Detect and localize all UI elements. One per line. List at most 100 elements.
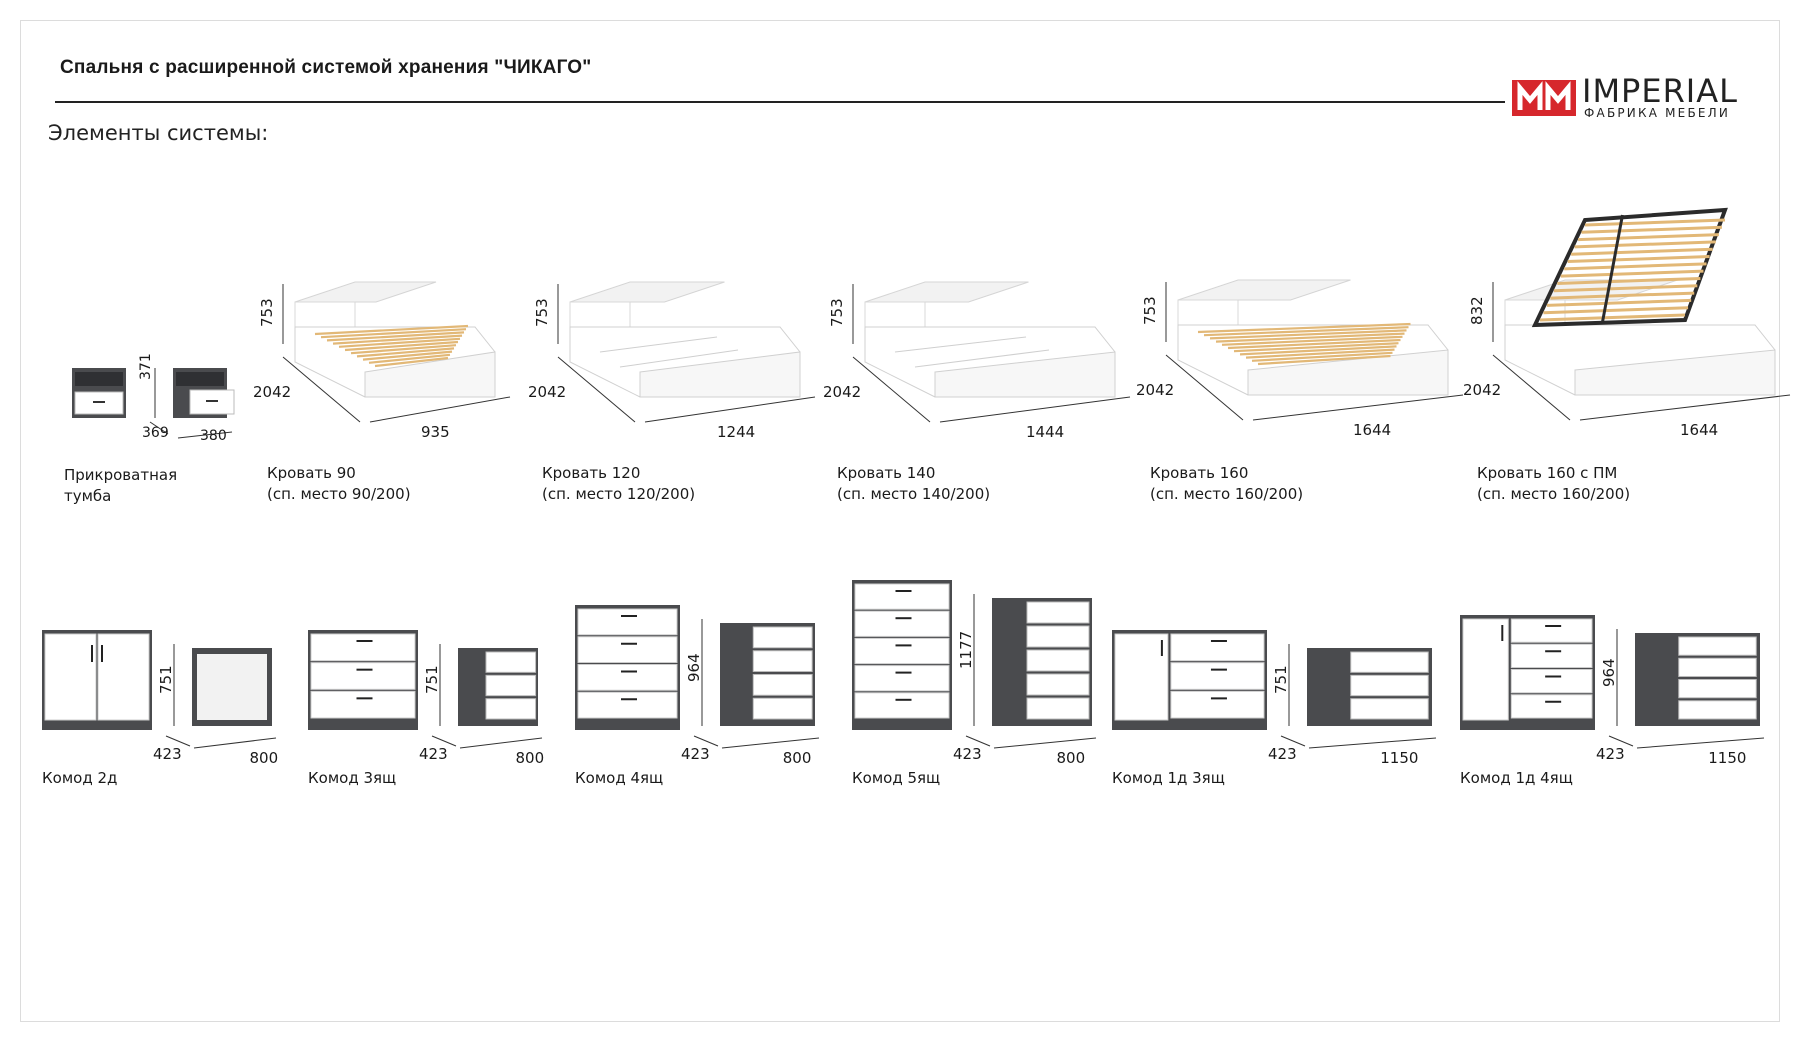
bed-depth: 2042 [1136,381,1175,399]
bed-label-line2: (сп. место 160/200) [1477,485,1631,503]
dresser-dimensions [1608,629,1765,749]
bed-headboard [1177,279,1351,301]
bed-footboard [934,351,1116,398]
dresser-height: 964 [685,652,703,682]
bed-label-line1: Кровать 160 с ПМ [1477,464,1618,482]
bed-width: 1644 [1680,421,1719,439]
bed-width: 1644 [1353,421,1392,439]
bed-height: 753 [533,298,551,327]
bed-illustration [282,281,511,423]
dresser-depth: 423 [681,745,710,763]
dresser-fronts [1114,633,1265,721]
dresser-label: Комод 3ящ [308,769,397,787]
nightstand-illustration [72,368,235,418]
bed-label: Кровать 140(сп. место 140/200) [837,463,990,505]
dresser-illustration [575,605,820,749]
dresser-illustration [42,630,277,749]
section-subtitle: Элементы системы: [48,121,269,145]
dresser-dimensions [965,594,1097,749]
bed-depth: 2042 [528,383,567,401]
bed-illustration [557,281,816,423]
bed-label: Кровать 160 с ПМ (сп. место 160/200) [1477,463,1630,505]
bed-illustration [1165,279,1464,421]
dresser-width: 1150 [1708,749,1747,767]
bed-depth: 2042 [253,383,292,401]
dresser-dimensions [693,619,820,749]
bed-lift-frame [1531,207,1728,328]
bed-base-panels [894,336,1050,368]
dresser-fronts [577,608,678,719]
dresser-width: 800 [782,749,812,767]
bed-width: 935 [421,423,450,441]
dresser-illustration [308,630,543,749]
bed-label-line1: Кровать 160 [1150,464,1249,482]
nightstand-label-line1: Прикроватная [64,466,178,484]
bed-height: 753 [258,298,276,327]
bed-label-line2: (сп. место 140/200) [837,485,991,503]
dresser-depth: 423 [1596,745,1625,763]
dresser-illustration [1460,615,1765,749]
nightstand-item: 371 369 380 [60,353,260,450]
dresser-depth: 423 [153,745,182,763]
dresser-depth: 423 [1268,745,1297,763]
nightstand-dimensions [149,368,233,439]
dresser-width: 800 [515,749,545,767]
nightstand-height: 371 [138,353,154,380]
dresser-dimensions [165,644,277,749]
bed-item: 832 2042 1644 [1463,207,1800,439]
bed-footboard [1574,349,1776,396]
bed-depth: 2042 [823,383,862,401]
bed-label-line1: Кровать 120 [542,464,641,482]
bed-dimensions [1492,282,1791,421]
dresser-fronts [44,633,150,721]
brand-mark-icon [1512,80,1576,116]
dresser-fronts [1462,618,1593,721]
nightstand-label: Прикроватная тумба [64,465,177,507]
bed-dimensions [1165,282,1464,421]
bed-illustration [1492,207,1791,421]
nightstand-depth: 369 [142,425,169,441]
bed-slats [314,324,469,368]
dresser-height: 964 [1600,657,1618,687]
dresser-item: 964 423 800 [575,585,825,770]
dresser-depth: 423 [953,745,982,763]
bed-dimensions [282,284,511,423]
bed-footboard [639,351,801,398]
nightstand-label-line2: тумба [64,487,112,505]
dresser-width: 800 [249,749,279,767]
bed-height: 753 [828,298,846,327]
page-frame [20,20,1780,1022]
dresser-height: 1177 [957,630,975,669]
dresser-label: Комод 5ящ [852,769,941,787]
dresser-illustration [1112,630,1437,749]
bed-height: 832 [1468,296,1486,325]
page-title: Спальня с расширенной системой хранения … [60,57,592,78]
brand-logo: IMPERIAL ФАБРИКА МЕБЕЛИ [1512,72,1768,122]
dresser-dimensions [431,644,543,749]
bed-headboard [569,281,725,303]
bed-item: 753 2042 935 [253,270,545,470]
dresser-width: 1150 [1380,749,1419,767]
dresser-label: Комод 1д 4ящ [1460,769,1573,787]
dresser-dimensions [1280,644,1437,749]
bed-dimensions [852,284,1131,423]
bed-height: 753 [1141,296,1159,325]
bed-item: 753 2042 1644 [1136,268,1498,468]
bed-slats [1197,322,1411,366]
dresser-item: 751 423 1150 [1112,610,1442,770]
dresser-label: Комод 1д 3ящ [1112,769,1225,787]
bed-depth: 2042 [1463,381,1502,399]
dresser-fronts [854,583,950,719]
title-rule [55,101,1505,103]
dresser-item: 1177 423 800 [852,560,1102,770]
bed-headboard [294,281,437,303]
dresser-height: 751 [423,665,441,694]
dresser-label: Комод 2д [42,769,118,787]
dresser-width: 800 [1056,749,1086,767]
dresser-height: 751 [1272,665,1290,694]
dresser-height: 751 [157,665,175,694]
bed-base-panels [599,336,739,368]
